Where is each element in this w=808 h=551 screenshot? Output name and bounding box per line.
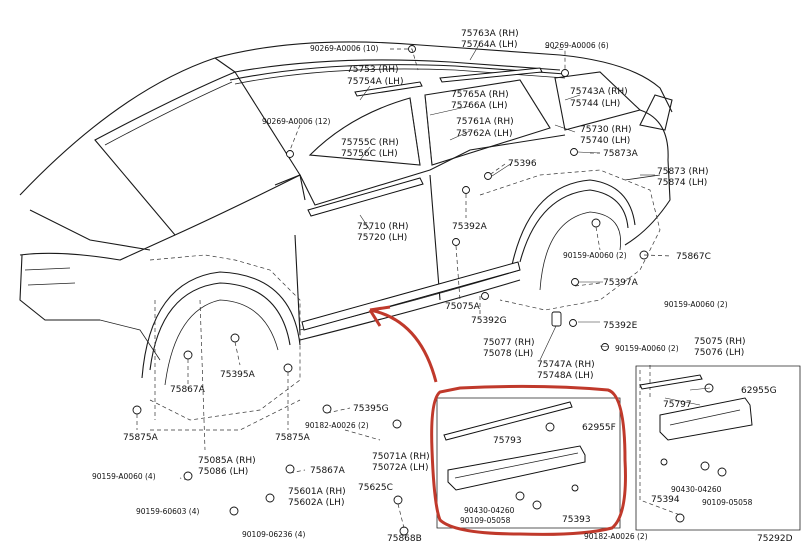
- label-75625C: 75625C: [358, 483, 393, 493]
- label-90109-a: 90109-05058: [460, 516, 511, 525]
- label-90159-e: 90159-60603 (4): [136, 507, 200, 516]
- label-90269-6: 90269-A0006 (6): [545, 41, 609, 50]
- label-75601A: 75601A (RH): [288, 487, 346, 497]
- label-75874: 75874 (LH): [657, 178, 707, 188]
- label-90430-b: 90430-04260: [671, 485, 722, 494]
- label-75744: 75744 (LH): [570, 99, 620, 109]
- label-90159-b: 90159-A0060 (2): [664, 300, 728, 309]
- label-75875A-right: 75875A: [275, 433, 311, 443]
- rear-wheel-arch: [479, 169, 661, 311]
- label-75867A-lower: 75867A: [310, 466, 346, 476]
- roof-garnish: [354, 67, 543, 97]
- label-75392G: 75392G: [471, 316, 507, 326]
- label-75395G: 75395G: [353, 404, 389, 414]
- label-75755C: 75755C (RH): [341, 138, 399, 148]
- label-75076: 75076 (LH): [694, 348, 744, 358]
- label-75710: 75710 (RH): [357, 222, 409, 232]
- label-75392A: 75392A: [452, 222, 488, 232]
- label-90159-d: 90159-A0060 (4): [92, 472, 156, 481]
- label-90159-a: 90159-A0060 (2): [563, 251, 627, 260]
- label-75763A: 75763A (RH): [461, 29, 519, 39]
- rocker-moulding-main: [301, 261, 521, 331]
- label-75720: 75720 (LH): [357, 233, 407, 243]
- figure-number: 75292D: [757, 534, 793, 544]
- label-75085A: 75085A (RH): [198, 456, 256, 466]
- label-75393: 75393: [562, 515, 591, 525]
- label-75867A-front: 75867A: [170, 385, 206, 395]
- vehicle-outline: [19, 41, 673, 361]
- label-75793: 75793: [493, 436, 522, 446]
- label-90430-a: 90430-04260: [464, 506, 515, 515]
- label-75875A-left: 75875A: [123, 433, 159, 443]
- label-90269-12: 90269-A0006 (12): [262, 117, 330, 126]
- label-75072A: 75072A (LH): [372, 463, 428, 473]
- label-75394: 75394: [651, 495, 680, 505]
- leader-lines: [136, 46, 681, 529]
- label-leaders: [359, 42, 711, 406]
- label-75392E: 75392E: [603, 321, 638, 331]
- label-75086: 75086 (LH): [198, 467, 248, 477]
- label-90182-a: 90182-A0026 (2): [305, 421, 369, 430]
- label-75075A: 75075A: [445, 302, 481, 312]
- label-75602A: 75602A (LH): [288, 498, 344, 508]
- label-75766A: 75766A (LH): [451, 101, 507, 111]
- label-75761A: 75761A (RH): [456, 117, 514, 127]
- label-75730: 75730 (RH): [580, 125, 632, 135]
- label-75764A: 75764A (LH): [461, 40, 517, 50]
- label-90109-b: 90109-05058: [702, 498, 753, 507]
- label-75077: 75077 (RH): [483, 338, 535, 348]
- label-75740: 75740 (LH): [580, 136, 630, 146]
- label-75797: 75797: [663, 400, 692, 410]
- part-labels: 75763A (RH) 75764A (LH) 90269-A0006 (10)…: [92, 29, 793, 544]
- label-75071A: 75071A (RH): [372, 452, 430, 462]
- label-75753: 75753 (RH): [347, 65, 399, 75]
- label-75395A: 75395A: [220, 370, 256, 380]
- label-75078: 75078 (LH): [483, 349, 533, 359]
- label-75743A: 75743A (RH): [570, 87, 628, 97]
- highlight-group: [368, 305, 627, 536]
- label-75075: 75075 (RH): [694, 337, 746, 347]
- fastener-clips: [132, 45, 727, 536]
- inset-box-right: [635, 365, 801, 531]
- label-90182-b: 90182-A0026 (2): [584, 532, 648, 541]
- label-75873: 75873 (RH): [657, 167, 709, 177]
- label-75397A: 75397A: [603, 278, 639, 288]
- label-75754A: 75754A (LH): [347, 77, 403, 87]
- label-75756C: 75756C (LH): [341, 149, 398, 159]
- window-belt-moulding: [307, 177, 424, 217]
- label-75762A: 75762A (LH): [456, 129, 512, 139]
- label-75748A: 75748A (LH): [537, 371, 593, 381]
- label-90109-c: 90109-06236 (4): [242, 530, 306, 539]
- label-62955G: 62955G: [741, 386, 777, 396]
- label-75765A: 75765A (RH): [451, 90, 509, 100]
- label-75747A: 75747A (RH): [537, 360, 595, 370]
- label-75868B: 75868B: [387, 534, 422, 544]
- label-62955F: 62955F: [582, 423, 616, 433]
- label-75396: 75396: [508, 159, 537, 169]
- label-75867C: 75867C: [676, 252, 711, 262]
- front-wheel-arch: [141, 254, 301, 431]
- label-75873A: 75873A: [603, 149, 639, 159]
- label-90159-c: 90159-A0060 (2): [615, 344, 679, 353]
- label-90269-10: 90269-A0006 (10): [310, 44, 378, 53]
